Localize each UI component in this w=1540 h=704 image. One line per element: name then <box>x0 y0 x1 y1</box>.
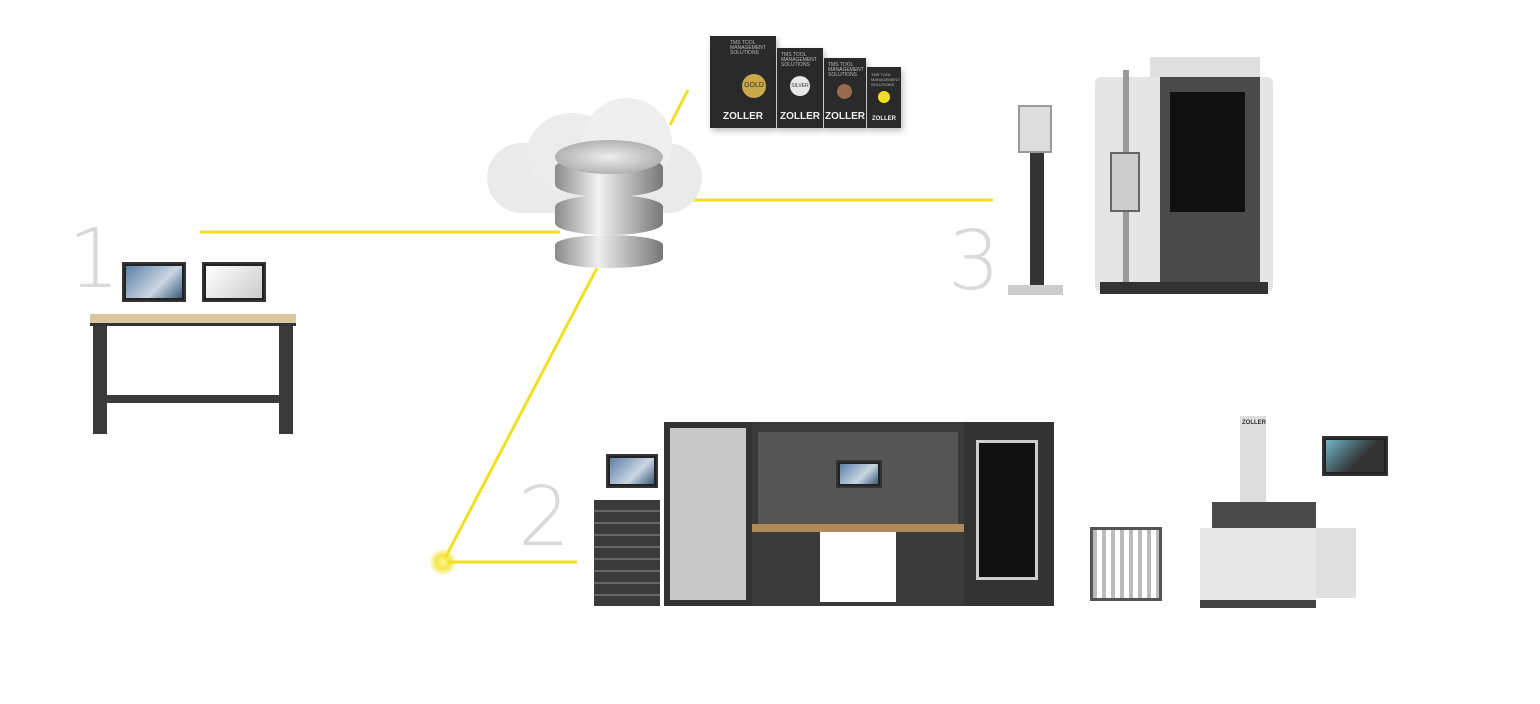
label-2: 2 <box>518 470 571 565</box>
glow-node <box>429 548 457 576</box>
terminal-stand <box>1008 105 1063 297</box>
line-books <box>668 89 690 126</box>
book-silver: TMS TOOL MANAGEMENT SOLUTIONS SILVER ZOL… <box>777 48 823 128</box>
presetter-machine: ZOLLER <box>1180 416 1390 611</box>
book-yellow: TMS TOOL MANAGEMENT SOLUTIONS ZOLLER <box>867 67 901 128</box>
database-icon <box>555 140 663 268</box>
label-1: 1 <box>68 212 121 307</box>
label-3: 3 <box>948 214 1001 309</box>
tool-storage-system <box>592 420 1054 608</box>
cnc-machine <box>1095 42 1275 296</box>
workstation-desk <box>90 262 296 437</box>
book-bronze: TMS TOOL MANAGEMENT SOLUTIONS ZOLLER <box>824 58 866 128</box>
book-gold: TMS TOOL MANAGEMENT SOLUTIONS GOLD ZOLLE… <box>710 36 776 128</box>
tool-trolley <box>1090 515 1162 607</box>
